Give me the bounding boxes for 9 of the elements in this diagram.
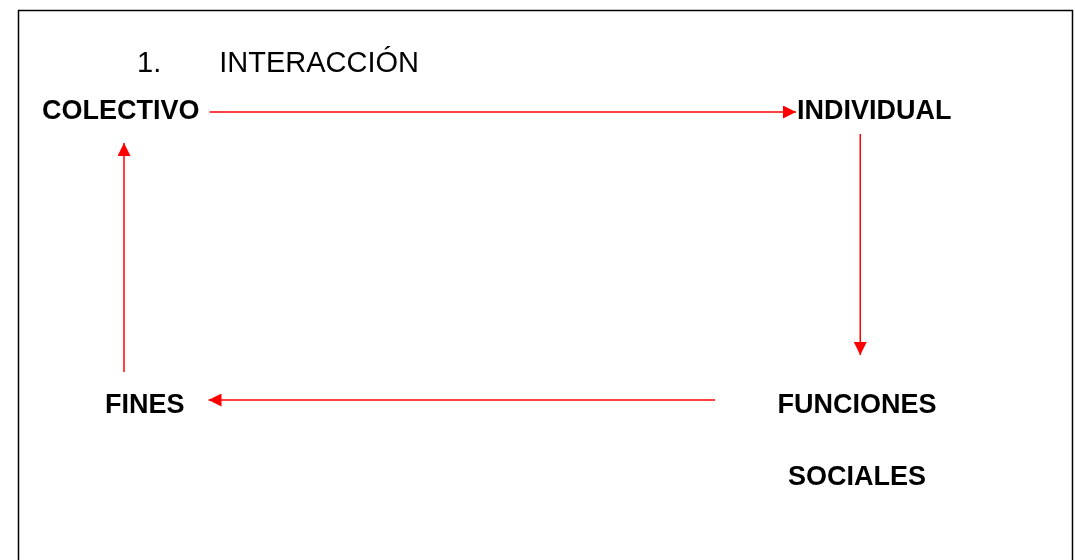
arrow <box>207 393 716 407</box>
node-label: COLECTIVO <box>42 94 200 126</box>
arrow <box>117 142 131 373</box>
node-label: FINES <box>105 388 185 420</box>
title: 1. INTERACCIÓN <box>137 46 420 79</box>
arrow <box>208 105 797 119</box>
arrow <box>853 133 867 356</box>
node-label: FUNCIONES SOCIALES <box>752 368 962 512</box>
node-label: INDIVIDUAL <box>797 94 952 126</box>
